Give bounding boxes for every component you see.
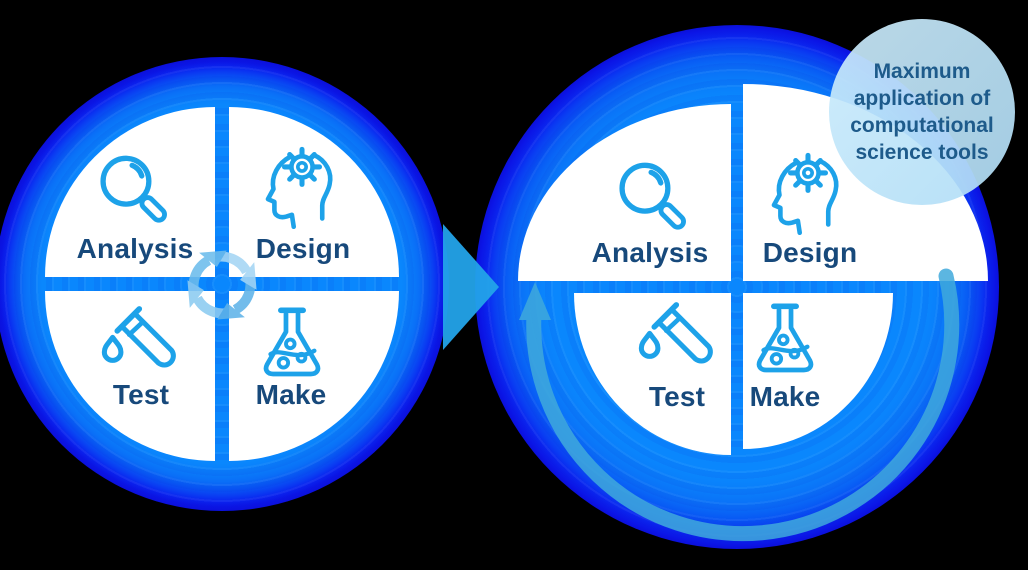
callout-line-4: science tools xyxy=(855,141,989,164)
right-analysis-label: Analysis xyxy=(591,237,709,268)
right-design-label: Design xyxy=(762,237,858,268)
head-gear-icon xyxy=(265,146,333,230)
left-analysis-label: Analysis xyxy=(76,233,194,264)
left-design-label: Design xyxy=(255,233,351,264)
head-gear-icon xyxy=(771,152,839,236)
flask-icon xyxy=(756,303,814,373)
magnifier-icon xyxy=(619,162,686,230)
callout-bubble: Maximum application of computational sci… xyxy=(829,19,1015,205)
flask-icon xyxy=(263,307,321,377)
right-make-label: Make xyxy=(749,381,821,412)
callout-line-3: computational xyxy=(850,114,994,137)
left-test-label: Test xyxy=(112,379,170,410)
test-tube-icon xyxy=(101,306,176,368)
left-cycle-ring xyxy=(0,57,449,511)
left-make-label: Make xyxy=(255,379,327,410)
magnifier-icon xyxy=(100,155,167,223)
callout-line-2: application of xyxy=(853,87,991,110)
cycle-arrows-icon xyxy=(187,250,257,320)
callout-line-1: Maximum xyxy=(873,60,971,83)
test-tube-icon xyxy=(638,302,713,364)
